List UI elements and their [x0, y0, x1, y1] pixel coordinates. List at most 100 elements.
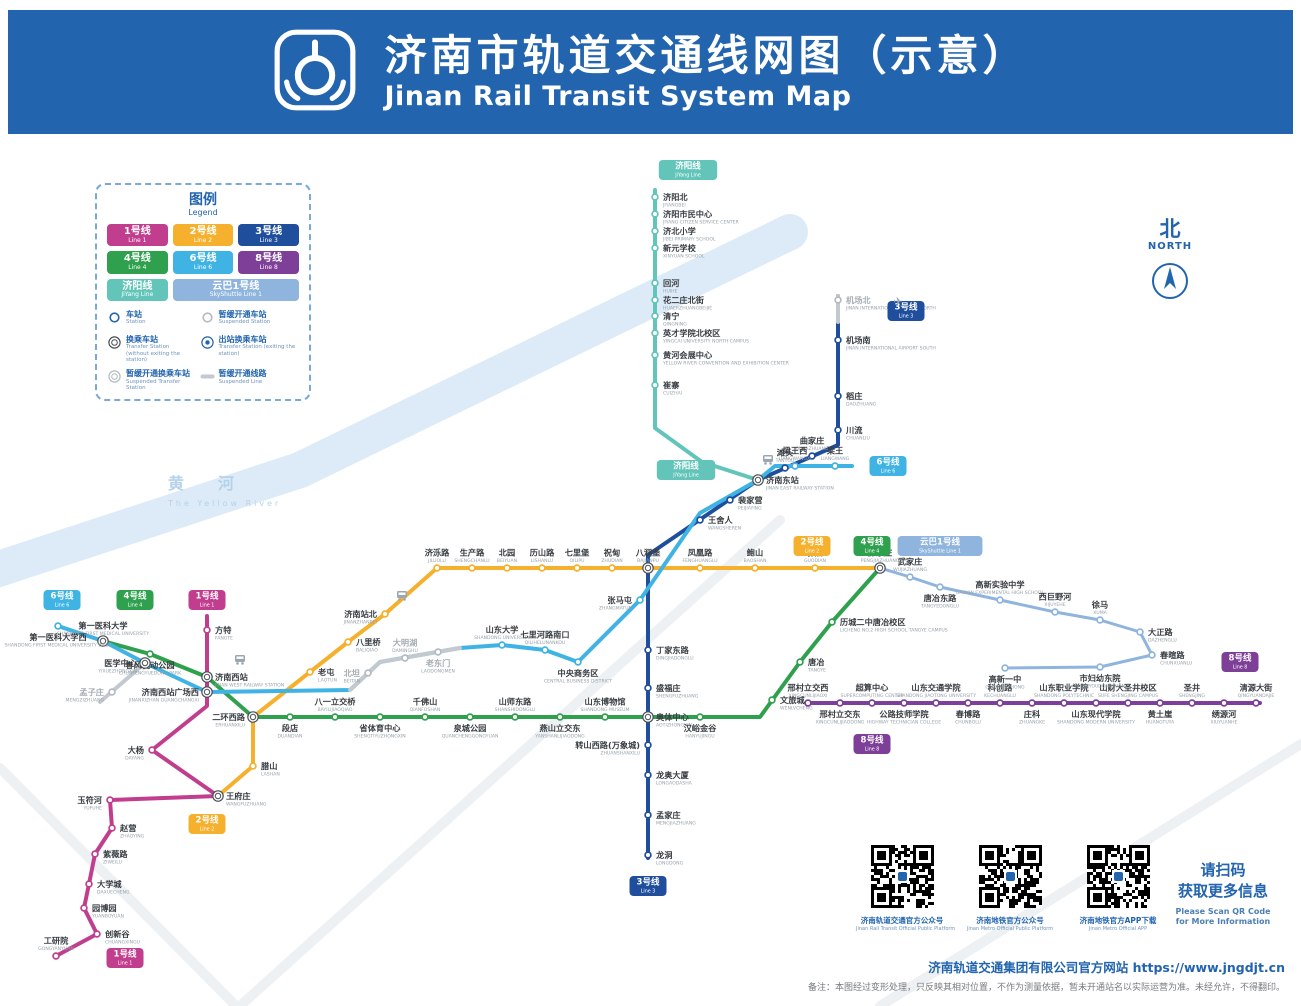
- station-label-en: WUJIAZHUANG: [893, 567, 927, 573]
- station-label-zh: 梁王西: [782, 446, 808, 456]
- station-label-zh: 济南西站广场西: [142, 687, 199, 697]
- station-label-en: XINGCUNLIJIAOXI: [788, 693, 827, 699]
- station-label-zh: 绣源河: [1212, 709, 1237, 719]
- station-label-en: AOTIZHONGXIN: [656, 723, 692, 729]
- station-label-en: SHANSHIDONGLU: [495, 707, 536, 713]
- station-label-zh: 王舍人: [708, 515, 733, 525]
- station-label-zh: 盛福庄: [656, 683, 681, 693]
- station-label-en: SHANDONG UNIVERSITY: [474, 635, 530, 641]
- station-label-zh: 裴家营: [737, 495, 763, 505]
- station-label-zh: 孟家庄: [656, 810, 681, 820]
- station-label-en: WENLVCHENG: [780, 706, 813, 712]
- station-label-zh: 山东博物馆: [585, 697, 626, 707]
- svg-text:JiYang Line: JiYang Line: [674, 173, 701, 179]
- station-label-zh: 创新谷: [104, 929, 130, 939]
- station-label-en: SUPERCOMPUTING CENTER: [841, 693, 905, 699]
- yellow-river: 黄河 The Yellow River: [0, 214, 808, 588]
- station-label-zh: 生产路: [460, 548, 485, 558]
- station-label-zh: 邢村立交西: [788, 683, 829, 693]
- svg-text:✈: ✈: [893, 295, 902, 308]
- station-label-zh: 机场北: [846, 295, 871, 305]
- station-label-zh: 黄土崖: [1148, 709, 1173, 719]
- north-label-en: NORTH: [1147, 241, 1193, 253]
- station-label-zh: 清源大街: [1240, 683, 1274, 693]
- svg-text:Line 1: Line 1: [118, 961, 133, 967]
- station-label-en: BEITAN: [344, 679, 360, 685]
- station-label-en: PEIJIAYING: [738, 506, 762, 512]
- metro-line-line4: [101, 566, 882, 719]
- station-label-en: DAOZHUANG: [846, 402, 877, 408]
- station-label-en: BAYILIJIAOQIAO: [317, 707, 352, 713]
- station-label-zh: 公路技师学院: [879, 709, 929, 719]
- station-label-en: ZIWEILU: [103, 860, 122, 866]
- station-label-en: XIUYUANHE: [1211, 720, 1238, 726]
- station-label-zh: 泉城公园: [453, 723, 487, 733]
- station-label-en: SHENGCHANLU: [454, 558, 489, 564]
- river-label-zh: 黄河: [168, 474, 268, 493]
- station-label-en: LICHENG NO.2 HIGH SCHOOL TANGYE CAMPUS: [840, 628, 948, 634]
- station-label-zh: 济北小学: [663, 226, 696, 236]
- station-label-zh: 邢村立交东: [820, 709, 861, 719]
- station-label-en: LISHANLU: [531, 558, 554, 564]
- station-label-en: QINGYUANDAJIE: [1238, 693, 1275, 699]
- station-label-zh: 医学中心: [104, 658, 138, 668]
- station-label-en: TANGYEDONGLU: [920, 604, 959, 610]
- station-label-en: SHANDONG FIRST MEDICAL UNIVERSITY WEST: [5, 643, 112, 649]
- north-indicator: 北 NORTH: [1128, 217, 1212, 307]
- airport-icon: ✈: [893, 295, 902, 308]
- station-label-zh: 济南西站: [215, 672, 249, 682]
- station-label-en: CENTRAL BUSINESS DISTRICT: [544, 679, 612, 685]
- station-label-en: XIJUYEHE: [1044, 602, 1065, 608]
- svg-text:Line 3: Line 3: [899, 314, 914, 320]
- svg-text:4号线: 4号线: [124, 591, 147, 602]
- station-label-en: HUANGTUYA: [1146, 720, 1175, 726]
- station-label-zh: 王府庄: [226, 791, 251, 801]
- river-label-en: The Yellow River: [167, 499, 281, 508]
- station-label-zh: 回河: [663, 278, 680, 288]
- station-label-zh: 张马屯: [607, 595, 632, 605]
- station-label-en: DAYANG: [125, 756, 144, 762]
- metro-line-jiyang: [653, 188, 760, 482]
- station-label-en: ERHUANXILU: [215, 723, 245, 729]
- suspended-line-icon: [200, 369, 215, 388]
- station-label-zh: 济南东站: [766, 475, 800, 485]
- station-label-zh: 孟子庄: [79, 687, 104, 697]
- svg-text:Line 2: Line 2: [200, 827, 215, 833]
- official-website-text: 济南轨道交通集团有限公司官方网站 https://www.jngdjt.cn: [928, 960, 1285, 975]
- station-label-en: MENGJIAZHUANG: [656, 821, 696, 827]
- station-label-en: CUIZHAI: [663, 391, 682, 397]
- qr-code-image: [1086, 845, 1150, 912]
- metro-line-yunba: [878, 566, 1154, 670]
- station-label-en: XINYUAN SCHOOL: [663, 254, 705, 260]
- station-label-zh: 省体育中心: [359, 723, 402, 733]
- station-label-zh: 祝甸: [604, 548, 620, 558]
